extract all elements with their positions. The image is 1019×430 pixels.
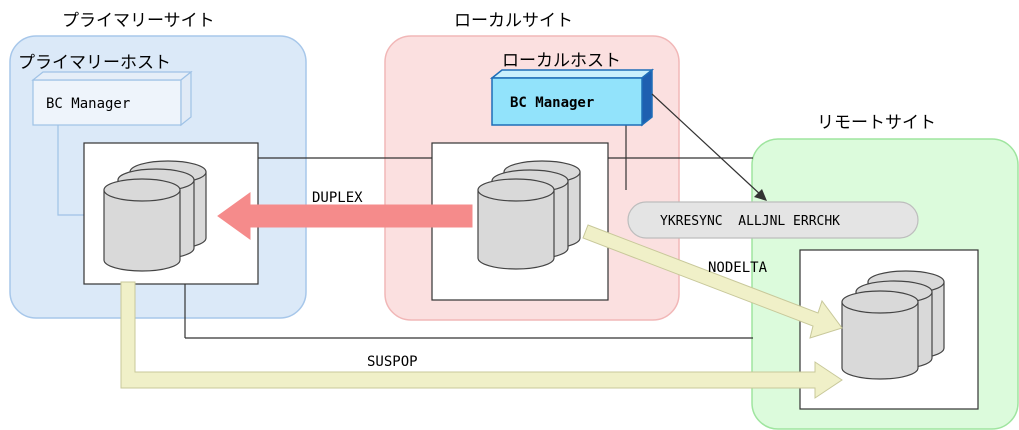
nodelta-arrow [582,224,843,339]
remote-disk-stack [841,270,945,380]
primary-bc-manager: BC Manager [31,70,193,127]
primary-disk-stack [103,160,207,272]
local-host-label: ローカルホスト [502,51,621,71]
primary-site-label: プライマリーサイト [62,11,215,31]
remote-site-label: リモートサイト [817,113,936,133]
primary-host-outline [57,125,84,216]
local-bc-manager-label: BC Manager [510,95,594,111]
primary-host-label: プライマリーホスト [18,53,171,73]
command-text: YKRESYNC ALLJNL ERRCHK [660,214,840,229]
suspop-label: SUSPOP [367,354,418,370]
nodelta-label: NODELTA [708,260,768,276]
suspop-arrow [120,281,843,399]
duplex-label: DUPLEX [312,190,363,206]
command-arrow-line [651,93,763,197]
duplex-arrow [217,192,473,240]
local-bc-manager: BC Manager [489,68,655,127]
primary-bc-manager-label: BC Manager [46,96,130,112]
command-callout [627,201,919,239]
local-disk-stack [477,160,581,270]
command-arrow-head [754,189,767,201]
local-site-label: ローカルサイト [454,11,573,31]
